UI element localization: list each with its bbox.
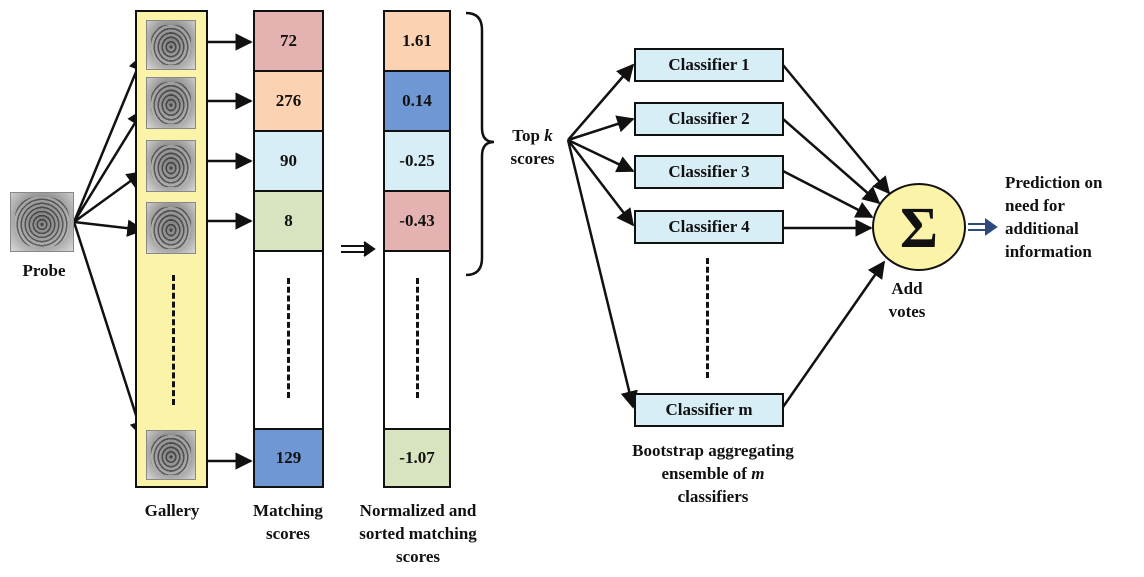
matching-score-3: 90 xyxy=(253,130,324,192)
normalized-score-3: -0.25 xyxy=(383,130,451,192)
gallery-label: Gallery xyxy=(144,501,200,520)
classifier-3-box: Classifier 3 xyxy=(634,155,784,189)
probe-to-gallery-arrows xyxy=(72,53,147,439)
top-k-prefix: Top xyxy=(512,126,545,145)
top-k-brace xyxy=(465,11,495,277)
gallery-ellipsis xyxy=(172,275,175,405)
ensemble-label-2: ensemble of m xyxy=(598,463,828,484)
matching-score-2: 276 xyxy=(253,70,324,132)
gallery-to-scores-arrows xyxy=(208,33,253,470)
prediction-label-3: additional xyxy=(1005,219,1079,238)
top-k-label-2: scores xyxy=(510,149,555,168)
add-votes-label-2: votes xyxy=(888,302,926,321)
ensemble-variable: m xyxy=(751,464,765,483)
sum-node: Σ xyxy=(872,183,966,271)
matching-scores-label-2: scores xyxy=(265,524,311,543)
top-k-label-1: Top k xyxy=(495,125,570,146)
ensemble-prefix: ensemble of xyxy=(661,464,752,483)
classifier-4-box: Classifier 4 xyxy=(634,210,784,244)
normalized-score-4: -0.43 xyxy=(383,190,451,252)
matching-score-1: 72 xyxy=(253,10,324,72)
classifiers-ellipsis xyxy=(706,258,709,378)
output-arrow xyxy=(968,218,998,236)
prediction-label-1: Prediction on xyxy=(1005,173,1103,192)
prediction-label-4: information xyxy=(1005,242,1092,261)
gallery-fingerprint-n xyxy=(146,430,196,480)
normalized-scores-label-2: sorted matching xyxy=(359,524,477,543)
classifier-to-sum-arrows xyxy=(781,64,891,408)
matching-score-n: 129 xyxy=(253,428,324,488)
gallery-fingerprint-1 xyxy=(146,20,196,70)
topk-to-classifier-arrows xyxy=(566,63,638,409)
probe-label: Probe xyxy=(22,261,66,280)
ensemble-label-1: Bootstrap aggregating xyxy=(632,441,794,460)
gallery-fingerprint-2 xyxy=(146,77,196,129)
classifier-2-box: Classifier 2 xyxy=(634,102,784,136)
normalized-scores-label-1: Normalized and xyxy=(359,501,477,520)
normalized-scores-ellipsis xyxy=(416,278,419,398)
ensemble-label-3: classifiers xyxy=(677,487,749,506)
classifier-m-box: Classifier m xyxy=(634,393,784,427)
normalized-scores-label-3: scores xyxy=(395,547,441,566)
classifier-1-box: Classifier 1 xyxy=(634,48,784,82)
add-votes-label-1: Add xyxy=(891,279,923,298)
matching-score-4: 8 xyxy=(253,190,324,252)
gallery-fingerprint-3 xyxy=(146,140,196,192)
normalized-score-2: 0.14 xyxy=(383,70,451,132)
top-k-variable: k xyxy=(544,126,553,145)
gallery-fingerprint-4 xyxy=(146,202,196,254)
normalized-score-n: -1.07 xyxy=(383,428,451,488)
prediction-label-2: need for xyxy=(1005,196,1065,215)
matching-scores-ellipsis xyxy=(287,278,290,398)
normalized-score-1: 1.61 xyxy=(383,10,451,72)
probe-fingerprint-image xyxy=(10,192,74,252)
transform-arrow xyxy=(341,241,376,257)
matching-scores-label-1: Matching xyxy=(253,501,323,520)
